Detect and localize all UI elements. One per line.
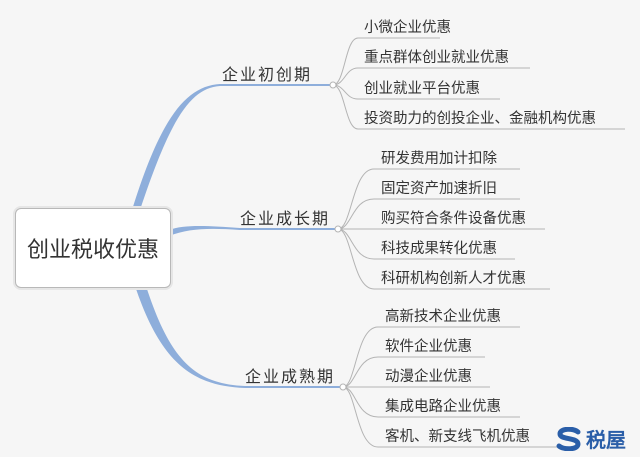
branch-growth[interactable]: 企业成长期 (240, 209, 331, 228)
leaf-node[interactable]: 小微企业优惠 (364, 20, 451, 36)
leaf-node[interactable]: 研发费用加计扣除 (381, 151, 497, 167)
branch-mature[interactable]: 企业成熟期 (245, 367, 336, 386)
leaf-node[interactable]: 科技成果转化优惠 (381, 241, 497, 257)
leaf-node[interactable]: 购买符合条件设备优惠 (381, 211, 526, 227)
leaf-node[interactable]: 固定资产加速折旧 (381, 181, 497, 197)
leaf-node[interactable]: 动漫企业优惠 (385, 369, 472, 385)
leaf-node[interactable]: 创业就业平台优惠 (364, 81, 480, 97)
watermark-logo: 税屋 (556, 424, 626, 453)
leaf-node[interactable]: 软件企业优惠 (385, 339, 472, 355)
leaf-node[interactable]: 集成电路企业优惠 (385, 399, 501, 415)
leaf-node[interactable]: 高新技术企业优惠 (385, 309, 501, 325)
root-node[interactable]: 创业税收优惠 (15, 208, 171, 288)
leaf-node[interactable]: 重点群体创业就业优惠 (364, 50, 509, 66)
leaf-node[interactable]: 客机、新支线飞机优惠 (385, 429, 530, 445)
leaf-node[interactable]: 科研机构创新人才优惠 (381, 271, 526, 287)
root-label: 创业税收优惠 (26, 238, 159, 263)
branch-startup[interactable]: 企业初创期 (222, 65, 313, 84)
watermark-text: 税屋 (586, 428, 626, 452)
leaf-node[interactable]: 投资助力的创投企业、金融机构优惠 (364, 111, 596, 127)
s-logo-icon (556, 426, 581, 451)
